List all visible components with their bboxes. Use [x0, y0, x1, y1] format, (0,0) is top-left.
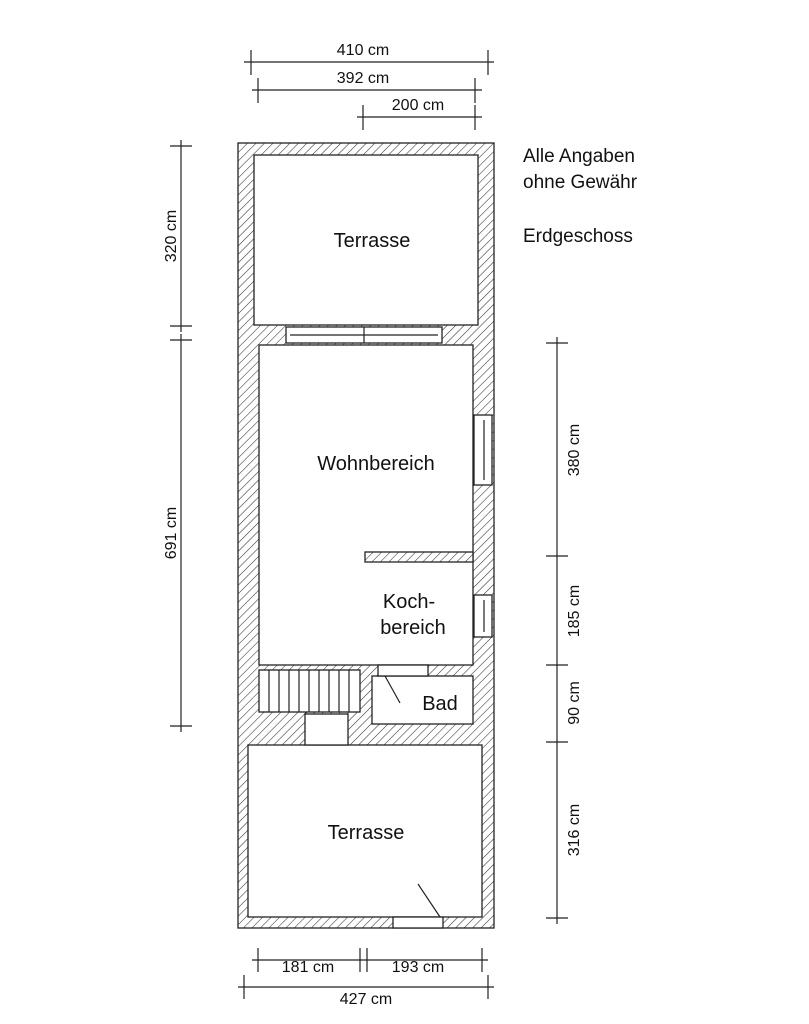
kitchen-partition — [364, 551, 474, 563]
bath-window — [377, 664, 429, 677]
entrance-window — [304, 713, 349, 746]
dim-right-bath: 90 cm — [566, 681, 583, 725]
floor-label: Erdgeschoss — [523, 226, 633, 247]
dim-bottom-left: 181 cm — [282, 959, 334, 976]
dimension-lines — [170, 50, 568, 999]
dim-bottom-overall: 427 cm — [340, 991, 392, 1008]
disclaimer-line-2: ohne Gewähr — [523, 172, 638, 193]
walls — [237, 142, 495, 929]
room-label-kitchen-2: bereich — [380, 617, 446, 639]
dim-top-partial: 200 cm — [392, 97, 444, 114]
room-label-bath: Bad — [422, 693, 458, 715]
kitchen-window — [473, 594, 493, 638]
dim-right-terrace: 316 cm — [566, 804, 583, 856]
terrace-top-area — [253, 154, 479, 326]
dim-left-house: 691 cm — [163, 507, 180, 559]
dim-top-inner: 392 cm — [337, 70, 389, 87]
room-label-kitchen-1: Koch- — [383, 591, 435, 613]
terrace-bottom-area — [247, 744, 483, 918]
dim-right-living: 380 cm — [566, 424, 583, 476]
dim-top-overall: 410 cm — [337, 42, 389, 59]
dim-bottom-right: 193 cm — [392, 959, 444, 976]
staircase — [258, 669, 361, 713]
terrace-bottom-door — [392, 916, 444, 929]
dim-right-kitchen: 185 cm — [566, 585, 583, 637]
disclaimer-line-1: Alle Angaben — [523, 146, 635, 167]
room-label-terrace-top: Terrasse — [334, 230, 411, 252]
living-area — [258, 344, 474, 666]
openings — [285, 326, 493, 929]
room-label-terrace-bottom: Terrasse — [328, 822, 405, 844]
dim-left-terrace: 320 cm — [163, 210, 180, 262]
living-window — [473, 414, 493, 486]
room-label-living: Wohnbereich — [317, 453, 434, 475]
